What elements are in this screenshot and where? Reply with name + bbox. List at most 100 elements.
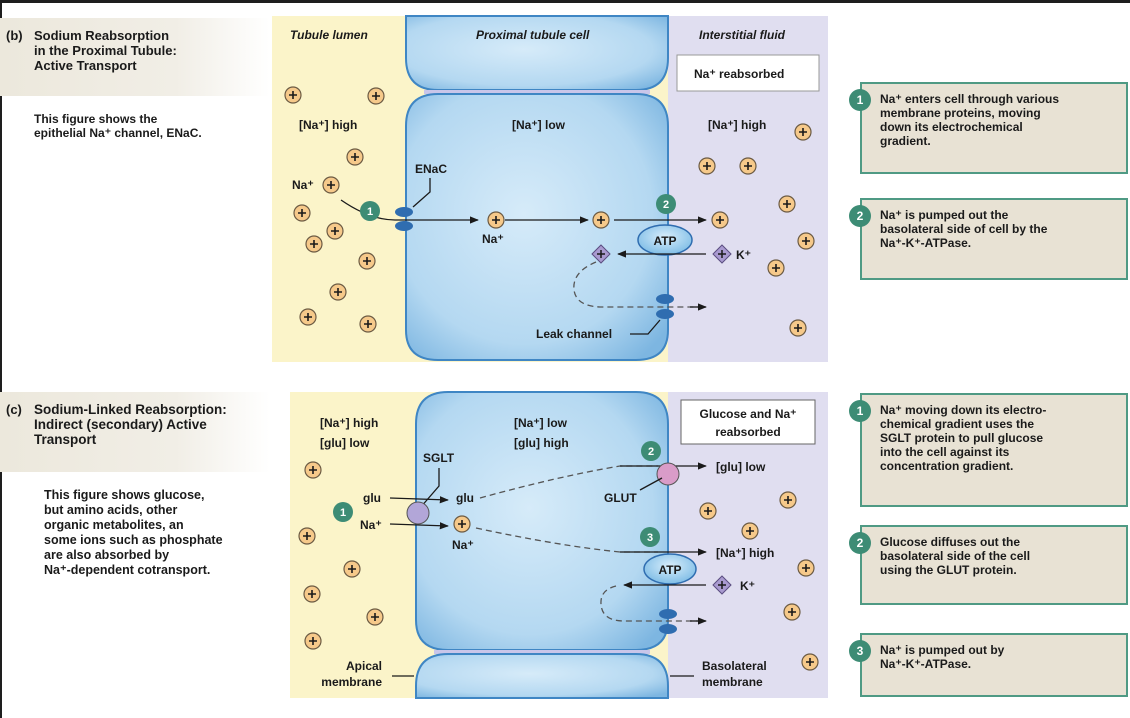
lumen-na-concentration: [Na⁺] high bbox=[299, 118, 357, 132]
step-number-badge: 1 bbox=[849, 400, 871, 422]
panel-c-ions bbox=[298, 461, 819, 671]
plus-icon bbox=[310, 240, 318, 248]
glu-entry-arrow bbox=[389, 496, 449, 504]
sglt-pointer bbox=[419, 468, 440, 509]
na-out-label: [Na⁺] high bbox=[716, 546, 774, 560]
plus-icon bbox=[746, 527, 754, 535]
plus-icon bbox=[783, 200, 791, 208]
plus-icon bbox=[744, 162, 752, 170]
panel-c-title: Sodium-Linked Reabsorption: Indirect (se… bbox=[34, 402, 264, 447]
step-line: basolateral side of the cell bbox=[880, 549, 1031, 563]
label-tubule-lumen: Tubule lumen bbox=[290, 28, 368, 42]
k-leak-path bbox=[600, 585, 700, 622]
panel-c-tag: (c) bbox=[6, 402, 22, 417]
glut-pointer bbox=[639, 477, 663, 491]
step-number-badge: 1 bbox=[849, 89, 871, 111]
step-line: Na⁺-K⁺-ATPase. bbox=[880, 657, 972, 671]
apical-membrane-label: Apical bbox=[346, 659, 382, 673]
na-k-atpase-pump bbox=[643, 553, 697, 585]
panel-b-title: Sodium Reabsorption in the Proximal Tubu… bbox=[34, 28, 264, 73]
proximal-tubule-cell bbox=[405, 93, 669, 361]
step-marker-1-text: 1 bbox=[367, 206, 373, 218]
plus-icon bbox=[331, 227, 339, 235]
enac-channel-top bbox=[395, 207, 413, 217]
plus-icon bbox=[334, 288, 342, 296]
plus-icon bbox=[704, 507, 712, 515]
plus-icon bbox=[289, 91, 297, 99]
plus-icon bbox=[304, 313, 312, 321]
panel-b-title-line: Sodium Reabsorption bbox=[34, 28, 170, 43]
plus-icon bbox=[372, 92, 380, 100]
na-reabsorbed-box bbox=[676, 54, 820, 92]
step-marker-2 bbox=[656, 194, 676, 214]
label-interstitial-fluid: Interstitial fluid bbox=[699, 28, 786, 42]
glucose-na-reabsorbed-box bbox=[680, 399, 816, 445]
desc-line: epithelial Na⁺ channel, ENaC. bbox=[34, 126, 202, 140]
plus-icon bbox=[802, 237, 810, 245]
k-label: K⁺ bbox=[736, 248, 751, 262]
step-line: chemical gradient uses the bbox=[880, 417, 1035, 431]
cell-na-concentration: [Na⁺] low bbox=[512, 118, 566, 132]
plus-icon bbox=[788, 608, 796, 616]
tubule-lumen-region bbox=[272, 16, 406, 362]
cell-glu-concentration: [glu] high bbox=[514, 436, 569, 450]
step-line: basolateral side of cell by the bbox=[880, 222, 1048, 236]
enac-channel-bottom bbox=[395, 221, 413, 231]
step-line: using the GLUT protein. bbox=[880, 563, 1017, 577]
plus-icon bbox=[703, 162, 711, 170]
reabsorbed-label-line: Glucose and Na⁺ bbox=[699, 407, 796, 421]
leak-channel-top bbox=[656, 294, 674, 304]
desc-line: some ions such as phosphate bbox=[44, 533, 223, 547]
enac-label: ENaC bbox=[415, 162, 447, 176]
glu-lumen-label: glu bbox=[363, 491, 381, 505]
plus-icon bbox=[802, 564, 810, 572]
tight-junction bbox=[434, 650, 650, 654]
step-line: concentration gradient. bbox=[880, 459, 1014, 473]
step-line: gradient. bbox=[880, 134, 931, 148]
plus-icon bbox=[363, 257, 371, 265]
plus-icon bbox=[799, 128, 807, 136]
plus-icon bbox=[492, 216, 500, 224]
na-entry-arrow bbox=[389, 522, 449, 530]
na-cell-label: Na⁺ bbox=[452, 538, 474, 552]
panel-b-step-1: 1 Na⁺ enters cell through various membra… bbox=[849, 82, 1128, 174]
na-cell-label: Na⁺ bbox=[482, 232, 504, 246]
desc-line: but amino acids, other bbox=[44, 503, 178, 517]
interstitial-na-concentration: [Na⁺] high bbox=[708, 118, 766, 132]
na-reabsorbed-label: Na⁺ reabsorbed bbox=[694, 67, 784, 81]
panel-c-step-3: 3 Na⁺ is pumped out by Na⁺-K⁺-ATPase. bbox=[849, 633, 1128, 697]
plus-icon bbox=[458, 520, 466, 528]
plus-icon bbox=[806, 658, 814, 666]
desc-line: Na⁺-dependent cotransport. bbox=[44, 563, 211, 577]
plus-icon bbox=[718, 581, 726, 589]
plus-icon bbox=[303, 532, 311, 540]
na-lumen-label: Na⁺ bbox=[292, 178, 314, 192]
window-top-border bbox=[0, 0, 1130, 3]
plus-icon bbox=[597, 216, 605, 224]
panel-c-title-line: Transport bbox=[34, 432, 97, 447]
desc-line: This figure shows the bbox=[34, 112, 158, 126]
leak-channel-label: Leak channel bbox=[536, 327, 612, 341]
panel-b-step-2: 2 Na⁺ is pumped out the basolateral side… bbox=[849, 198, 1128, 280]
leak-channel-pointer bbox=[630, 319, 661, 335]
step-line: Na⁺ enters cell through various bbox=[880, 92, 1060, 106]
plus-icon bbox=[364, 320, 372, 328]
na-diffusion-path bbox=[475, 527, 658, 553]
glut-label: GLUT bbox=[604, 491, 637, 505]
step-number-badge: 3 bbox=[849, 640, 871, 662]
sglt-transporter bbox=[406, 501, 430, 525]
enac-pointer bbox=[412, 178, 431, 208]
panel-b-description: This figure shows the epithelial Na⁺ cha… bbox=[34, 112, 202, 140]
proximal-tubule-cell bbox=[415, 391, 669, 651]
panel-b-title-line: in the Proximal Tubule: bbox=[34, 43, 177, 58]
lumen-na-concentration: [Na⁺] high bbox=[320, 416, 378, 430]
panel-c-step-2: 2 Glucose diffuses out the basolateral s… bbox=[849, 525, 1128, 605]
desc-line: This figure shows glucose, bbox=[44, 488, 205, 502]
na-k-atpase-pump bbox=[637, 224, 693, 256]
atp-label: ATP bbox=[658, 563, 681, 577]
glut-transporter bbox=[656, 462, 680, 486]
panel-b-title-line: Active Transport bbox=[34, 58, 137, 73]
step-marker-3 bbox=[640, 527, 660, 547]
step-line: Na⁺ moving down its electro- bbox=[880, 403, 1047, 417]
panel-b-heading: (b) Sodium Reabsorption in the Proximal … bbox=[0, 18, 270, 96]
